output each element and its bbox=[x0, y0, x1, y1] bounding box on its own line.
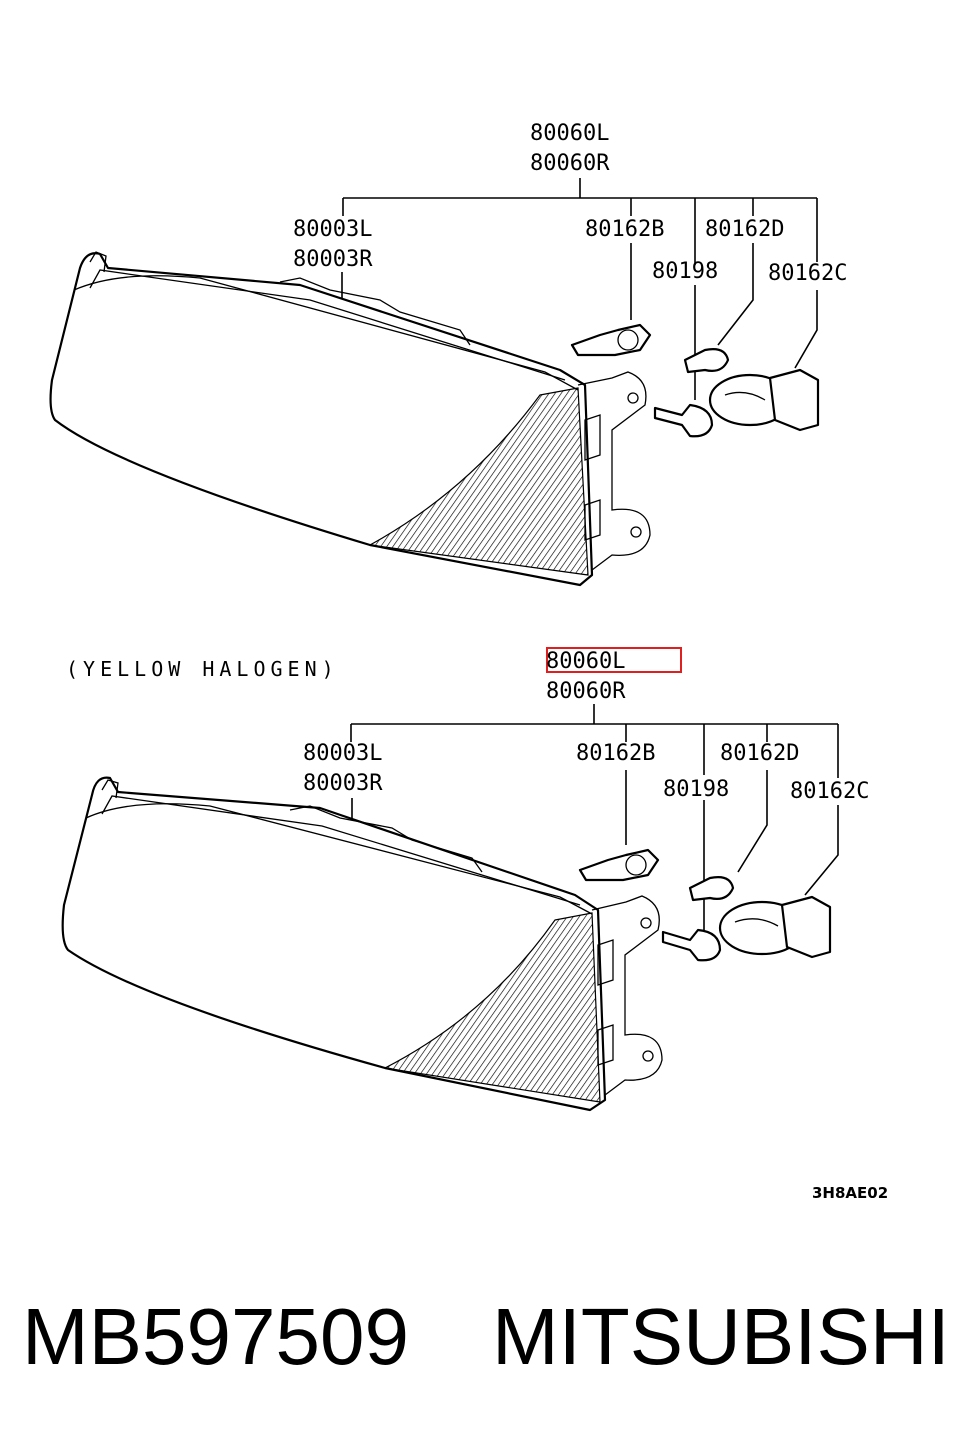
highlight-box bbox=[546, 647, 682, 673]
yellow-halogen-note: (YELLOW HALOGEN) bbox=[66, 657, 339, 681]
leader-tree bbox=[350, 704, 839, 930]
assembly-label-right[interactable]: 80060R bbox=[546, 679, 626, 704]
screw-icon bbox=[661, 928, 722, 962]
part-number: MB597509 bbox=[22, 1292, 409, 1381]
leader-tree bbox=[341, 178, 818, 400]
assembly-label-right[interactable]: 80060R bbox=[530, 151, 610, 176]
headlamp-group-top: 80060L 80060R 80003L 80003R 80162B 80162… bbox=[49, 121, 847, 587]
bulb-c-icon bbox=[718, 895, 832, 959]
bulb-b-label[interactable]: 80162B bbox=[585, 217, 664, 242]
lens-label-right[interactable]: 80003R bbox=[293, 247, 373, 272]
bulb-b-icon bbox=[578, 848, 660, 882]
bulb-c-label[interactable]: 80162C bbox=[768, 261, 847, 286]
headlamp-group-bottom: (YELLOW HALOGEN) 80060L 80060R 80003L 80… bbox=[61, 647, 869, 1112]
brand-name: MITSUBISHI bbox=[492, 1292, 950, 1381]
bulb-d-icon bbox=[683, 348, 730, 374]
bulb-d-label[interactable]: 80162D bbox=[705, 217, 784, 242]
headlamp-illustration bbox=[49, 251, 651, 587]
bulb-d-icon bbox=[688, 876, 735, 902]
assembly-label-left[interactable]: 80060L bbox=[546, 649, 625, 674]
bulb-c-label[interactable]: 80162C bbox=[790, 779, 869, 804]
lens-label-left[interactable]: 80003L bbox=[303, 741, 382, 766]
bulb-b-label[interactable]: 80162B bbox=[576, 741, 655, 766]
bulb-c-icon bbox=[708, 368, 820, 432]
headlamp-illustration bbox=[61, 776, 663, 1112]
bulb-d-label[interactable]: 80162D bbox=[720, 741, 799, 766]
bulb-b-icon bbox=[570, 323, 652, 357]
screw-label[interactable]: 80198 bbox=[652, 259, 718, 284]
diagram-code: 3H8AE02 bbox=[812, 1184, 888, 1202]
lens-label-left[interactable]: 80003L bbox=[293, 217, 372, 242]
screw-label[interactable]: 80198 bbox=[663, 777, 729, 802]
screw-icon bbox=[653, 403, 714, 438]
lens-label-right[interactable]: 80003R bbox=[303, 771, 383, 796]
assembly-label-left[interactable]: 80060L bbox=[530, 121, 609, 146]
